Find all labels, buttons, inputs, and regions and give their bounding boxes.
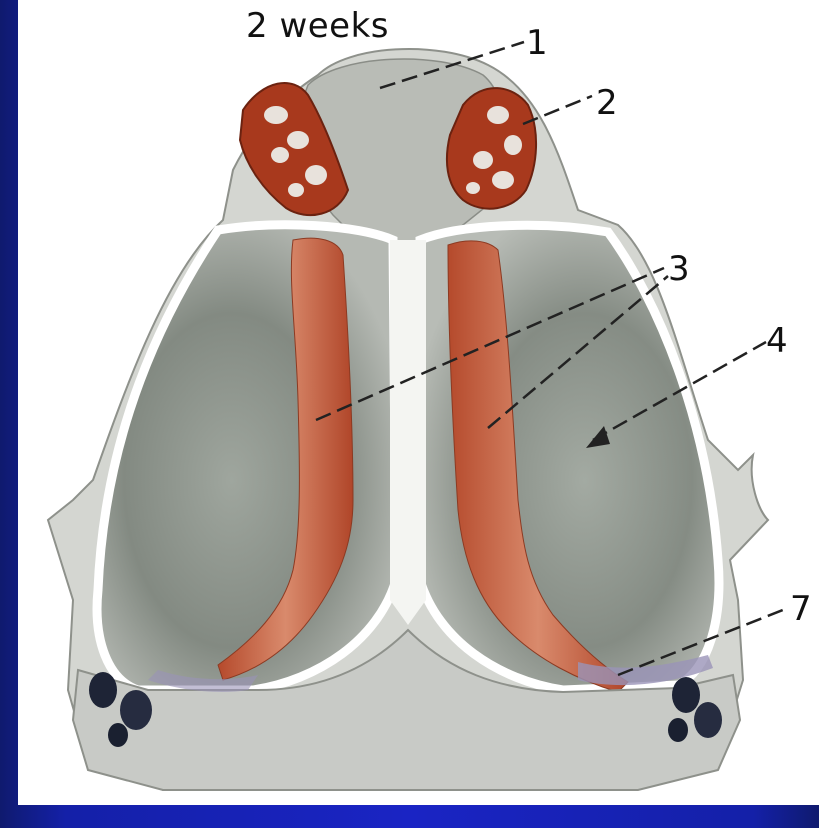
label-2: 2 — [596, 86, 618, 120]
illustration-panel: 2 weeks 1 2 3 4 7 — [18, 0, 819, 805]
age-caption: 2 weeks — [246, 6, 389, 46]
label-4: 4 — [766, 324, 788, 358]
label-7: 7 — [790, 592, 812, 626]
anatomy-drawing — [18, 0, 819, 805]
middle-septum — [390, 240, 426, 625]
label-3: 3 — [668, 252, 690, 286]
slide-frame: 2 weeks 1 2 3 4 7 — [18, 0, 819, 828]
label-1: 1 — [526, 26, 548, 60]
